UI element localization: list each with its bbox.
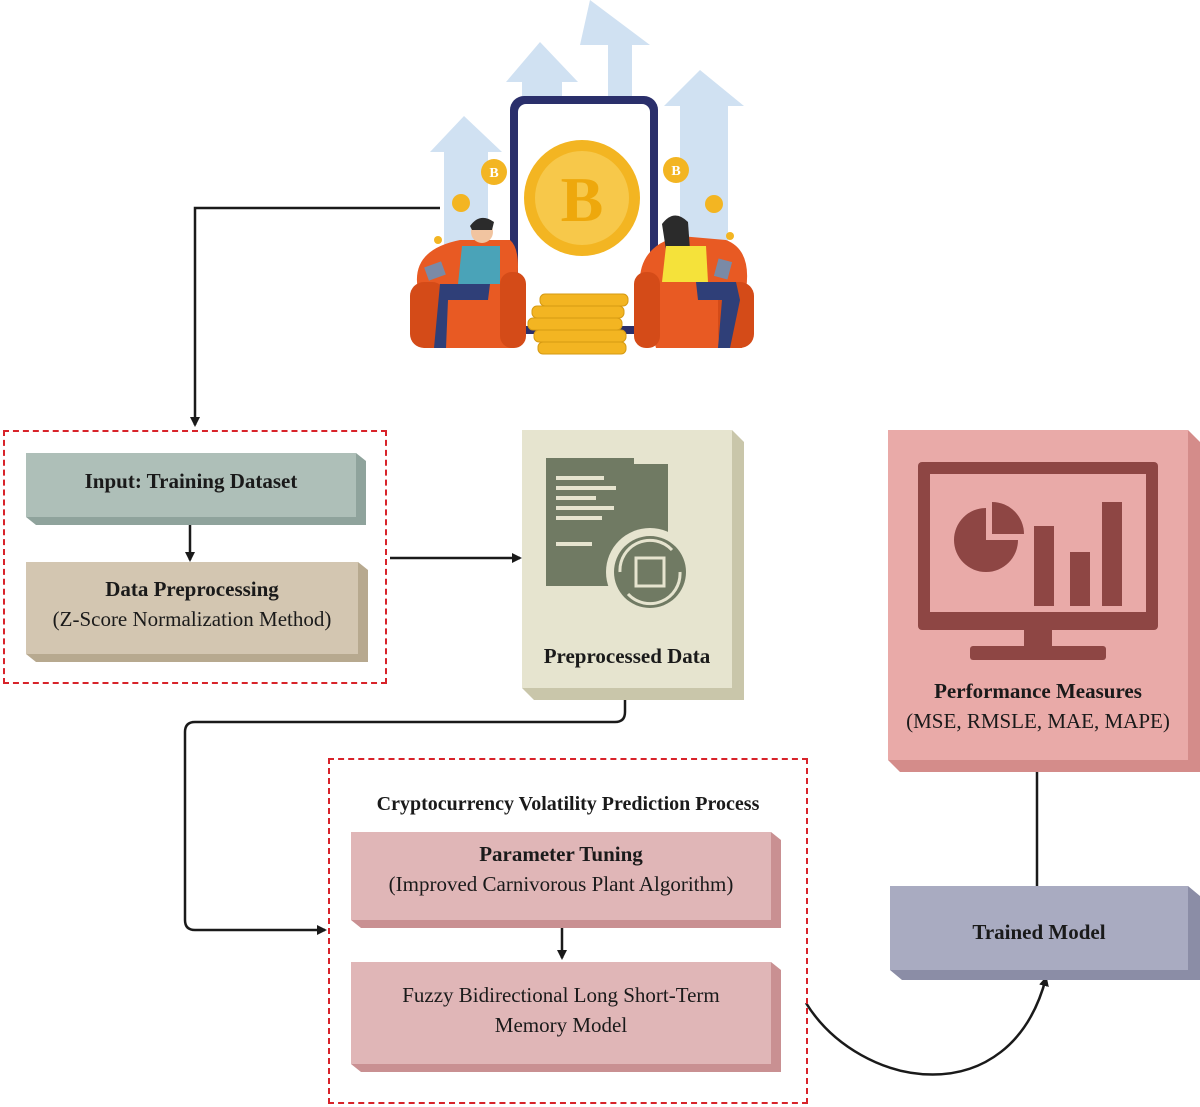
preprocessed-data-box <box>522 430 744 700</box>
svg-text:B: B <box>671 164 680 179</box>
input-group-dashed-border <box>3 430 387 684</box>
arrow-preprocessed-to-prediction <box>183 688 627 935</box>
trained-model-title: Trained Model <box>972 920 1106 944</box>
preprocessing-box-subtitle: (Z-Score Normalization Method) <box>52 607 332 631</box>
parameter-tuning-subtitle: (Improved Carnivorous Plant Algorithm) <box>388 872 734 896</box>
performance-measures-title: Performance Measures <box>934 679 1142 703</box>
svg-text:B: B <box>561 164 604 235</box>
man-in-armchair-icon <box>410 217 526 348</box>
monitor-chart-icon <box>918 462 1158 660</box>
fuzzy-bilstm-line2: Memory Model <box>494 1013 628 1037</box>
coin-stack-icon <box>527 293 629 355</box>
input-box-title: Input: Training Dataset <box>84 469 298 493</box>
arrow-model-to-trained <box>804 976 1049 1076</box>
preprocessing-box <box>26 562 368 662</box>
parameter-tuning-title: Parameter Tuning <box>479 842 643 866</box>
up-arrow-icon <box>664 70 744 255</box>
performance-measures-box <box>888 430 1200 772</box>
preprocessed-data-title: Preprocessed Data <box>543 644 711 668</box>
prediction-group-dashed-border <box>328 758 808 1104</box>
parameter-tuning-box <box>351 832 781 928</box>
up-arrow-icon <box>580 0 650 110</box>
arrow-illustration-to-input <box>190 206 440 427</box>
fuzzy-bilstm-box <box>351 962 781 1072</box>
trained-model-box <box>890 886 1200 980</box>
prediction-group-title: Cryptocurrency Volatility Prediction Pro… <box>376 793 760 815</box>
fuzzy-bilstm-line1: Fuzzy Bidirectional Long Short-Term <box>402 983 720 1007</box>
woman-in-armchair-icon <box>634 215 754 348</box>
svg-text:B: B <box>489 166 498 181</box>
input-box <box>26 453 366 525</box>
performance-measures-subtitle: (MSE, RMSLE, MAE, MAPE) <box>906 709 1170 733</box>
document-processing-icon <box>546 458 694 616</box>
preprocessing-box-title: Data Preprocessing <box>105 577 279 601</box>
up-arrow-icon <box>506 42 578 105</box>
